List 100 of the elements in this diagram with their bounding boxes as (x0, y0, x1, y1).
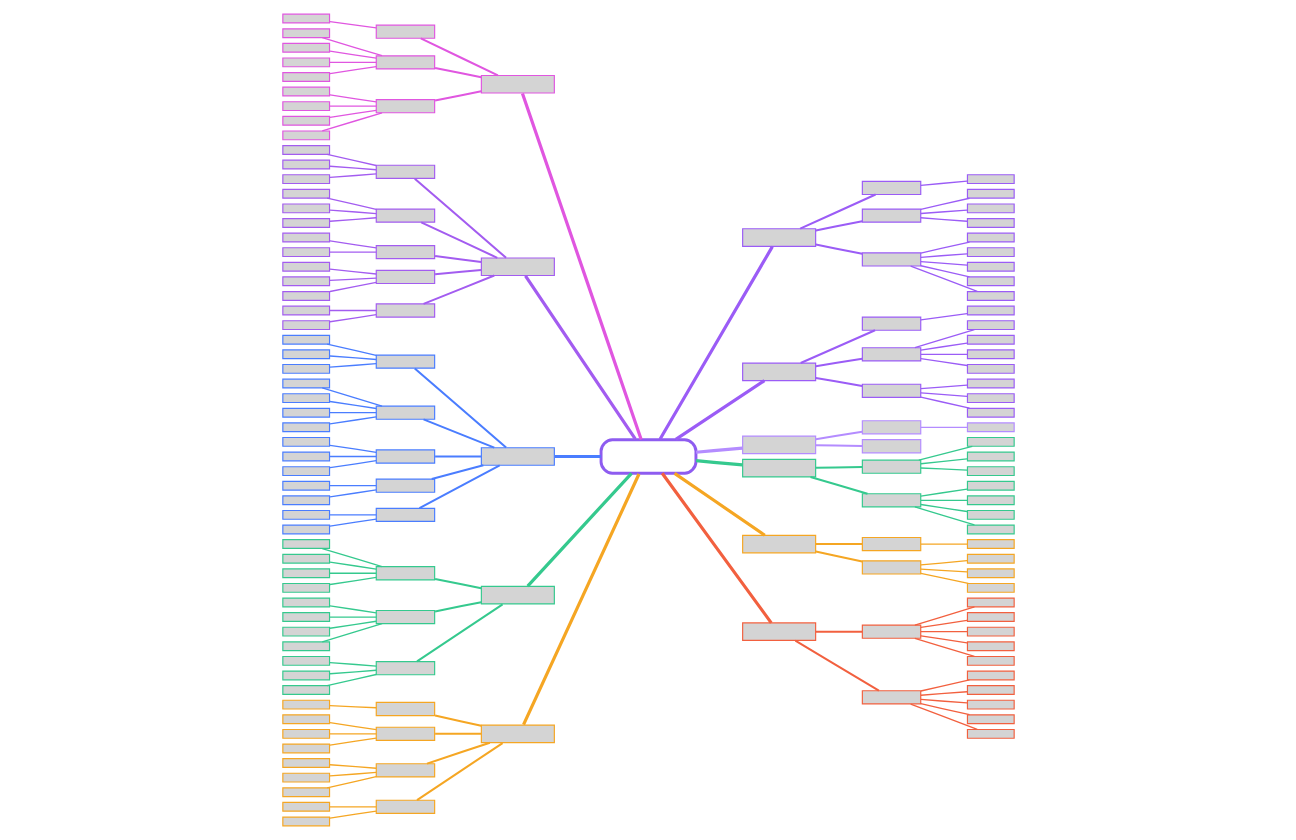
node-box (861, 459, 921, 474)
node-box (480, 257, 555, 277)
connector (913, 606, 975, 626)
node-box (741, 458, 816, 478)
node-box (281, 466, 330, 477)
node-box (375, 164, 435, 179)
node-box (281, 743, 330, 754)
connector (328, 485, 377, 487)
node-box (375, 661, 435, 676)
node-box (281, 407, 330, 418)
node-box (281, 612, 330, 623)
connector (326, 343, 377, 356)
connector (434, 601, 481, 613)
connector (919, 703, 970, 716)
connector (695, 459, 743, 467)
connector (328, 240, 377, 249)
node-box (281, 436, 330, 447)
node-box (281, 72, 330, 82)
connector (815, 444, 862, 447)
connector (328, 444, 377, 453)
node-box (375, 244, 435, 260)
node-box (966, 247, 1015, 258)
connector (919, 572, 969, 585)
node-box (375, 566, 435, 581)
node-box (281, 787, 330, 798)
node-box (966, 641, 1015, 652)
connector (328, 605, 377, 614)
node-box (966, 217, 1015, 228)
node-box (966, 466, 1015, 477)
node-box (966, 626, 1015, 637)
connector (328, 61, 377, 64)
node-box (281, 203, 330, 214)
node-box (375, 405, 435, 420)
connector (799, 193, 876, 230)
node-box (281, 480, 330, 491)
connector (328, 561, 377, 570)
node-box (281, 261, 330, 272)
connector (422, 418, 495, 449)
connector (328, 705, 377, 709)
connector (328, 737, 377, 746)
node-box (281, 509, 330, 520)
node-box (281, 626, 330, 637)
node-box (861, 493, 921, 508)
node-box (375, 354, 435, 369)
node-box (281, 174, 330, 185)
connector (326, 197, 377, 210)
connector (794, 639, 879, 692)
node-box (966, 334, 1015, 345)
connector (431, 464, 484, 481)
node-box (281, 86, 330, 97)
node-box (281, 699, 330, 710)
node-box (281, 42, 330, 53)
connector (328, 661, 377, 667)
connector (415, 603, 503, 663)
connector (321, 623, 383, 643)
node-box (281, 363, 330, 374)
node-box (375, 208, 435, 223)
connector (919, 357, 968, 367)
node-box (966, 582, 1015, 593)
node-box (281, 276, 330, 287)
node-box (281, 524, 330, 535)
node-box (281, 685, 330, 695)
connector (328, 105, 377, 107)
node-box (480, 74, 555, 94)
connector (328, 281, 377, 293)
connector (919, 253, 968, 258)
node-box (375, 609, 435, 625)
connector (328, 616, 377, 618)
node-box (281, 145, 330, 155)
node-box (281, 188, 330, 199)
connector (328, 277, 377, 281)
node-box (966, 480, 1015, 491)
node-box (861, 208, 921, 223)
node-box (966, 568, 1015, 579)
connector (328, 217, 377, 222)
node-box (281, 115, 330, 126)
node-box (861, 690, 921, 705)
connector (815, 550, 862, 563)
node-box (861, 560, 921, 575)
node-box (861, 180, 921, 196)
connector (434, 455, 481, 458)
node-box (281, 670, 330, 681)
node-box (966, 363, 1015, 374)
node-box (281, 641, 330, 652)
connector (919, 312, 968, 321)
node-box (281, 539, 330, 550)
connector (328, 620, 377, 629)
connector (919, 560, 968, 566)
connector (328, 810, 377, 819)
node-box (966, 670, 1015, 681)
connector (919, 260, 968, 266)
node-box (375, 799, 435, 814)
node-box (966, 305, 1015, 316)
node-box (281, 393, 330, 404)
connector (815, 630, 862, 633)
node-box (281, 57, 330, 68)
connector (420, 221, 498, 259)
connector (913, 506, 975, 526)
connector (919, 217, 968, 222)
node-box (375, 55, 435, 70)
